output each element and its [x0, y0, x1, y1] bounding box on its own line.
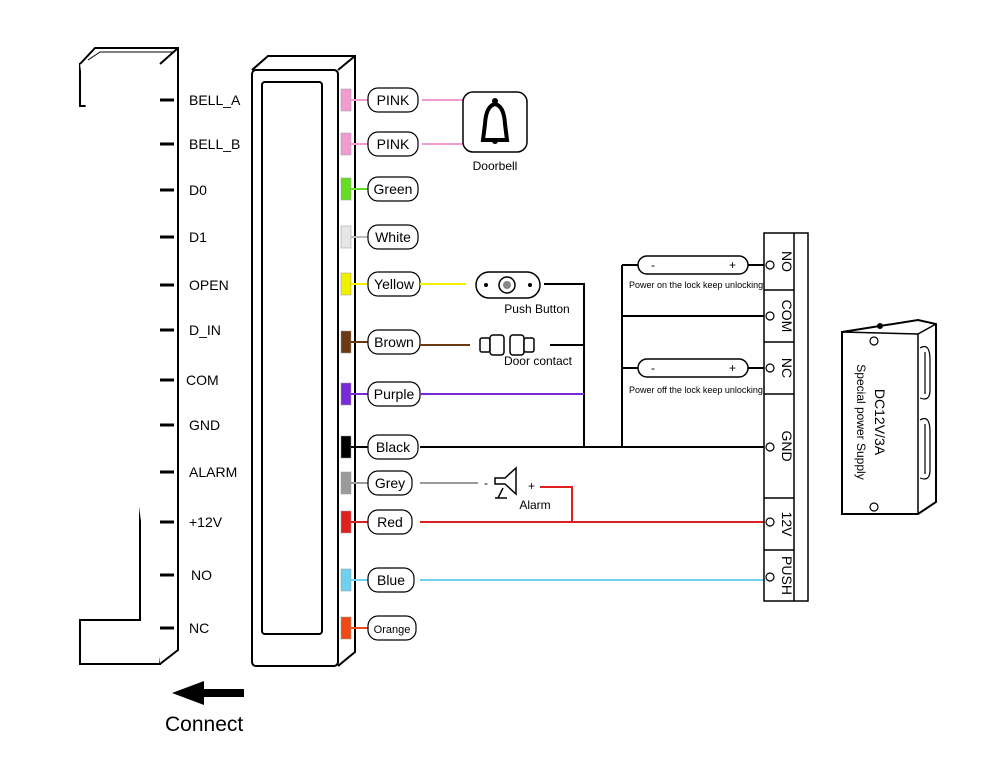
terminal-block: NO COM NC GND 12V PUSH	[763, 232, 809, 602]
alarm-plus-label: +	[528, 479, 535, 493]
power-supply: DC12V/3A Special power Supply	[841, 318, 937, 515]
wire-label: Green	[374, 181, 413, 197]
lock-nc-plus: +	[729, 361, 736, 375]
alarm: - + Alarm	[420, 466, 573, 522]
wire-label-box	[367, 224, 419, 250]
screw-terminal	[765, 363, 775, 373]
wire-label-box	[367, 131, 419, 157]
wire-colors: PINK PINK GreenWhiteYellowBrownPurpleBlack…	[340, 87, 421, 641]
reader-back-housing	[79, 47, 179, 665]
connect-label: Connect	[165, 713, 243, 736]
wire-swatch	[340, 568, 352, 592]
reader-pin-label: COM	[186, 372, 219, 388]
alarm-label: Alarm	[519, 498, 550, 512]
wire-swatch	[340, 177, 352, 201]
wire-label: Red	[377, 514, 403, 530]
lock-nc-minus: -	[651, 361, 655, 375]
wire-label: Blue	[377, 572, 405, 588]
wire-swatch	[340, 471, 352, 495]
wire-swatch	[340, 272, 352, 296]
wire-swatch	[340, 225, 352, 249]
wire-label: Yellow	[374, 276, 415, 292]
reader-pin-label: D0	[189, 182, 207, 198]
alarm-minus-label: -	[484, 476, 488, 490]
wire-swatch	[340, 616, 352, 640]
screw-terminal	[765, 442, 775, 452]
wire-label: Purple	[374, 386, 415, 402]
wire-label-box	[367, 434, 419, 460]
power-supply-rating: DC12V/3A	[872, 389, 888, 456]
wire-label-box	[367, 87, 419, 113]
wire-label-box	[367, 615, 417, 641]
reader-pin-label: NO	[191, 567, 212, 583]
screw-terminal	[765, 517, 775, 527]
reader-pin-label: D_IN	[189, 322, 221, 338]
screw-terminal	[765, 260, 775, 270]
doorbell-label: Doorbell	[473, 159, 518, 173]
wire-label: PINK	[377, 92, 410, 108]
wire-label: Grey	[375, 475, 405, 491]
wire-label: PINK	[377, 136, 410, 152]
terminal-label: NC	[779, 358, 795, 378]
door-contact: Door contact	[420, 334, 573, 368]
door-contact-label: Door contact	[504, 354, 573, 368]
reader-pin-label: D1	[189, 229, 207, 245]
lock-no-plus: +	[729, 258, 736, 272]
wire-label: Black	[376, 439, 411, 455]
wire-swatch	[340, 435, 352, 459]
screw-terminal	[765, 572, 775, 582]
reader-pin-label: ALARM	[189, 464, 237, 480]
lock-no-minus: -	[651, 258, 655, 272]
bell-icon	[480, 98, 510, 144]
connect-direction: Connect	[165, 681, 244, 736]
door-contact-icon	[479, 334, 535, 356]
push-button: Push Button	[420, 271, 570, 316]
wire-label-box	[367, 567, 415, 593]
terminal-label: PUSH	[779, 556, 795, 595]
wire-swatch	[340, 132, 352, 156]
arrow-left-icon	[172, 681, 244, 705]
lock-nc: - + Power off the lock keep unlocking	[629, 358, 763, 395]
wire-label: Orange	[374, 624, 411, 636]
reader-pin-label: BELL_B	[189, 136, 240, 152]
reader-pin-label: OPEN	[189, 277, 229, 293]
wire-label-box	[367, 470, 413, 496]
wire-label: White	[375, 229, 411, 245]
reader-pin-label: NC	[189, 620, 209, 636]
power-supply-name: Special power Supply	[854, 364, 868, 479]
push-button-label: Push Button	[504, 302, 569, 316]
wire-swatch	[340, 510, 352, 534]
wire-swatch	[340, 88, 352, 112]
screw-terminal	[765, 311, 775, 321]
reader-pin-label: BELL_A	[189, 92, 241, 108]
wire-label-box	[367, 329, 421, 355]
lock-nc-caption: Power off the lock keep unlocking	[629, 385, 763, 395]
lock-no-caption: Power on the lock keep unlocking	[629, 280, 763, 290]
reader-pin-label: GND	[189, 417, 220, 433]
terminal-label: COM	[779, 300, 795, 333]
wire-label-box	[367, 509, 413, 535]
siren-icon	[494, 466, 517, 499]
lock-no: - + Power on the lock keep unlocking	[629, 255, 763, 290]
terminal-label: GND	[779, 430, 795, 461]
terminal-label: 12V	[779, 512, 795, 538]
ground-bus	[420, 264, 764, 448]
terminal-label: NO	[779, 251, 795, 272]
reader-pin-label: +12V	[189, 514, 223, 530]
wire-label: Brown	[374, 334, 414, 350]
vent-slots	[919, 345, 931, 480]
wire-label-box	[367, 176, 419, 202]
reader-front-housing	[251, 55, 356, 667]
doorbell: Doorbell	[422, 91, 528, 173]
wire-swatch	[340, 330, 352, 354]
wire-swatch	[340, 382, 352, 406]
